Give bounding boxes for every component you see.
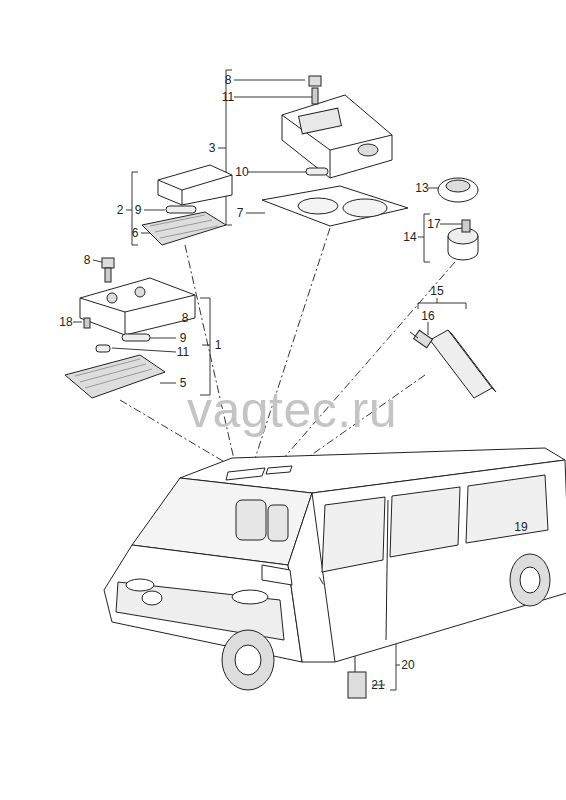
interior-lamp-front — [142, 165, 232, 245]
watermark: vagtec.ru — [187, 385, 397, 435]
callout-number: 17 — [427, 218, 440, 230]
callout-number: 11 — [222, 91, 234, 103]
callout-number: 5 — [180, 377, 187, 389]
callout-number: 7 — [237, 207, 244, 219]
callout-number: 9 — [180, 332, 187, 344]
callout-number: 20 — [401, 659, 414, 671]
speaker-and-sensor — [438, 178, 478, 260]
callout-number: 9 — [135, 204, 142, 216]
callout-number: 13 — [415, 182, 428, 194]
callout-number: 2 — [117, 204, 124, 216]
callout-number: 19 — [514, 521, 527, 533]
van-illustration — [104, 448, 566, 690]
callout-number: 16 — [421, 310, 434, 322]
callout-number: 18 — [59, 316, 72, 328]
callout-number: 1 — [215, 339, 222, 351]
callout-number: 8 — [182, 312, 189, 324]
interior-lamp-rear — [262, 76, 408, 226]
callout-number: 6 — [132, 227, 139, 239]
callout-number: 8 — [225, 74, 232, 86]
callout-number: 21 — [371, 679, 384, 691]
callout-number: 14 — [403, 231, 416, 243]
callout-number: 15 — [430, 285, 443, 297]
callout-number: 8 — [84, 254, 91, 266]
callout-number: 3 — [209, 142, 216, 154]
callout-number: 11 — [177, 346, 189, 358]
interior-lamp-centre — [65, 258, 195, 398]
control-module — [410, 330, 496, 398]
callout-number: 10 — [235, 166, 248, 178]
